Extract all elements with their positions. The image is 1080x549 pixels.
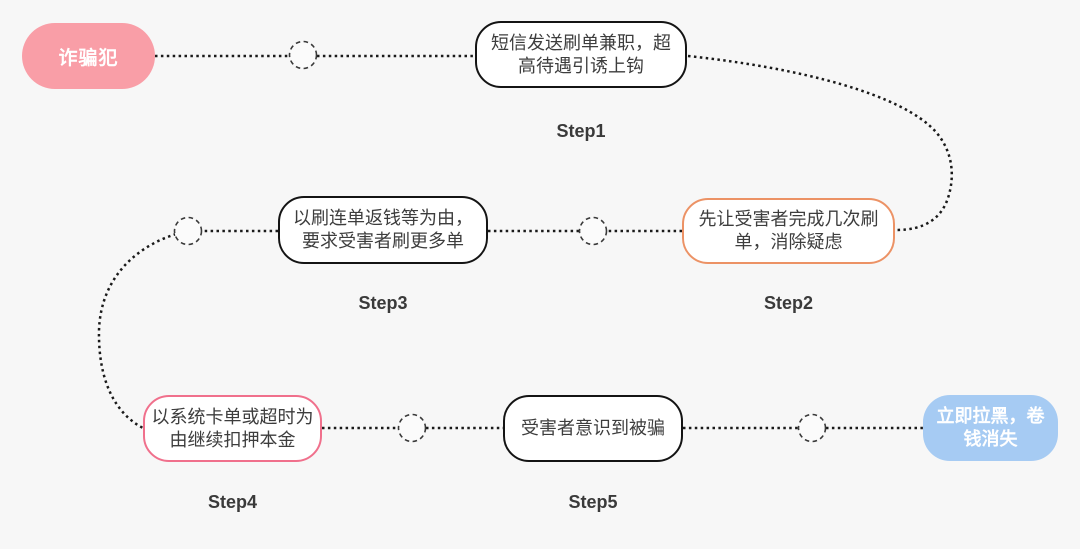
node-step5: 受害者意识到被骗 <box>503 395 683 462</box>
node-step2: 先让受害者完成几次刷 单，消除疑虑 <box>682 198 895 264</box>
waypoint-circle-icon <box>288 40 318 70</box>
step5-label: Step5 <box>568 492 618 512</box>
step1-label: Step1 <box>556 121 606 141</box>
step3-label: Step3 <box>358 293 408 313</box>
node-text-line: 短信发送刷单兼职，超 <box>491 32 671 53</box>
node-text-line: 单，消除疑虑 <box>734 232 843 252</box>
node-step3: 以刷连单返钱等为由， 要求受害者刷更多单 <box>278 196 488 264</box>
node-text-line: 由继续扣押本金 <box>169 429 296 450</box>
node-scammer-label: 诈骗犯 <box>58 47 119 69</box>
node-scammer: 诈骗犯 <box>22 23 155 89</box>
node-text-line: 以系统卡单或超时为 <box>151 406 314 427</box>
step4-label: Step4 <box>207 492 258 512</box>
step2-label: Step2 <box>763 293 814 313</box>
waypoint-circle-icon <box>797 413 827 443</box>
waypoint-circle-icon <box>173 216 203 246</box>
node-step4: 以系统卡单或超时为 由继续扣押本金 <box>143 395 322 462</box>
waypoint-circle-icon <box>578 216 608 246</box>
dotted-connector <box>687 54 954 232</box>
node-text-line: 要求受害者刷更多单 <box>302 231 464 251</box>
node-outcome: 立即拉黑，卷 钱消失 <box>923 395 1058 461</box>
node-text-line: 以刷连单返钱等为由， <box>293 208 473 228</box>
node-text-line: 受害者意识到被骗 <box>521 418 665 438</box>
node-step1: 短信发送刷单兼职，超 高待遇引诱上钩 <box>475 21 687 88</box>
node-text-line: 高待遇引诱上钩 <box>518 55 644 76</box>
node-outcome-line: 钱消失 <box>963 429 1018 449</box>
node-text-line: 先让受害者完成几次刷 <box>698 209 879 229</box>
waypoint-circle-icon <box>397 413 427 443</box>
node-outcome-line: 立即拉黑，卷 <box>936 406 1045 426</box>
dotted-connector <box>97 232 177 430</box>
